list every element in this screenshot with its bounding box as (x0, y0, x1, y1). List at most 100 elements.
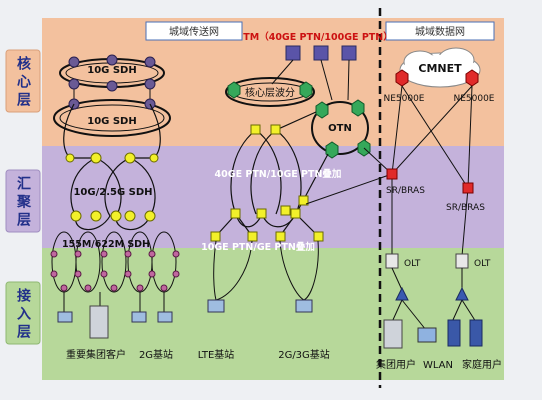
agg-sdh-node (144, 210, 156, 222)
srbras-nodes (386, 168, 474, 194)
access-node (74, 270, 82, 278)
access-node (172, 270, 180, 278)
building-icon (383, 319, 403, 349)
lte-label: LTE基站 (198, 348, 235, 361)
wdm-equipment-group (285, 45, 357, 61)
ptn-node (270, 124, 281, 135)
ptn-node (298, 195, 309, 206)
access-node (148, 270, 156, 278)
core-layer-tab (5, 49, 41, 113)
computer-icon (417, 327, 437, 343)
splitter-icon (395, 286, 409, 301)
transport-network-header-box (145, 21, 243, 41)
base-station-icon (295, 299, 313, 313)
base-station-icon (131, 311, 147, 323)
sdh-agg-label: 10G/2.5G SDH (73, 187, 152, 198)
otn-label: OTN (328, 123, 352, 134)
access-node (74, 250, 82, 258)
splitters (395, 286, 469, 301)
sdh-node (106, 54, 118, 66)
home-device-icon (469, 319, 483, 347)
access-node (100, 250, 108, 258)
key-group-customer-label: 重要集团客户 (66, 348, 126, 361)
core-sdh-ring-mid (53, 99, 171, 137)
cmnet-label: CMNET (418, 62, 462, 75)
ptn-node (230, 208, 241, 219)
wlan-label: WLAN (423, 360, 453, 371)
server-icon (89, 305, 109, 339)
cmnet-cloud (399, 47, 481, 88)
transport-network-header: 城域传送网 (169, 25, 219, 38)
wdm-link (271, 59, 294, 85)
access-node (124, 270, 132, 278)
sdh-access-label: 155M/622M SDH (62, 239, 150, 250)
access-node (100, 270, 108, 278)
access-layer-band (42, 248, 504, 380)
core-sdh-ring-mid-inner (59, 104, 165, 132)
agg-sdh-node (65, 153, 75, 163)
core-wdm-label: 核心层波分 (245, 86, 295, 99)
sdh-top-label: 10G SDH (87, 65, 136, 76)
aggregation-layer-label: 汇聚层 (15, 176, 32, 230)
core-wdm-nodes (227, 81, 313, 99)
ptn-node (313, 231, 324, 242)
srbras-icon (386, 168, 398, 180)
wdm-square-3 (341, 45, 357, 61)
otn-node (227, 81, 241, 99)
ptn-node (210, 231, 221, 242)
srbras-right-label: SR/BRAS (446, 203, 485, 213)
wdm-link (347, 59, 350, 101)
transport-end-devices (57, 299, 313, 339)
olt-devices (385, 253, 469, 269)
end-user-devices (383, 319, 483, 349)
ptn-node (290, 208, 301, 219)
access-node (172, 250, 180, 258)
access-node (160, 284, 168, 292)
otn-node (325, 141, 339, 159)
access-node (84, 284, 92, 292)
access-ptn-label: 10GE PTN/GE PTN叠加 (201, 241, 315, 253)
agg-sdh-node (124, 210, 136, 222)
ne-left-label: NE5000E (383, 94, 424, 104)
core-routers (395, 69, 479, 87)
wdm-square-1 (285, 45, 301, 61)
srbras-icon (462, 182, 474, 194)
access-layer-tab (5, 281, 41, 345)
pon-links (391, 267, 477, 331)
ne-right-label: NE5000E (453, 94, 494, 104)
bs-2g3g-label: 2G/3G基站 (278, 348, 330, 361)
sdh-node (144, 78, 156, 90)
access-node (124, 250, 132, 258)
agg-ptn-label: 40GE PTN/10GE PTN叠加 (215, 168, 342, 180)
ptn-node (256, 208, 267, 219)
agg-sdh-node (70, 210, 82, 222)
home-device-icon (447, 319, 461, 347)
ptn-node (280, 205, 291, 216)
agg-sdh-node (110, 210, 122, 222)
group-user-label: 集团用户 (376, 358, 416, 371)
base-station-icon (207, 299, 225, 313)
router-icon (465, 69, 479, 87)
router-icon (395, 69, 409, 87)
sdh-node (68, 78, 80, 90)
data-network-header-box (385, 21, 495, 41)
agg-sdh-node (149, 153, 159, 163)
aggregation-layer-band (42, 146, 504, 248)
base-station-icon (57, 311, 73, 323)
agg-ptn-nodes (210, 124, 324, 242)
wdm-square-2 (313, 45, 329, 61)
wdm-link (320, 59, 333, 101)
sdh-mid-label: 10G SDH (87, 116, 136, 127)
access-node (50, 250, 58, 258)
otn-node (351, 99, 365, 117)
access-ptn-links (213, 240, 319, 301)
access-node (110, 284, 118, 292)
otn-ring (311, 101, 369, 155)
home-user-label: 家庭用户 (462, 358, 502, 371)
base-station-icon (157, 311, 173, 323)
agg-sdh-node (124, 152, 136, 164)
data-network-header: 城域数据网 (415, 25, 465, 38)
olt-left-label: OLT (404, 259, 421, 269)
access-layer-label: 接入层 (15, 287, 31, 342)
